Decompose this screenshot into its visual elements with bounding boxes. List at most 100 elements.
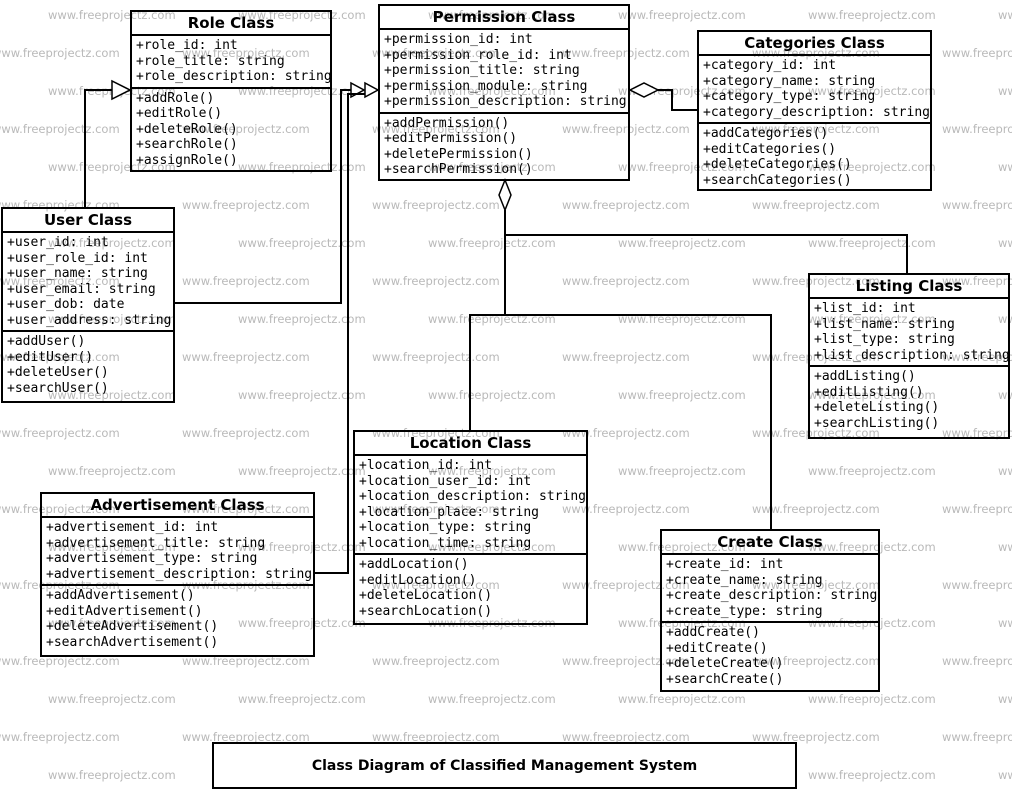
member-row: +advertisement_title: string	[46, 535, 266, 551]
member-row: +searchListing()	[814, 415, 940, 431]
member-row: +advertisement_id: int	[46, 520, 219, 535]
member-row: +deleteListing()	[814, 400, 940, 415]
class-methods-create: +addCreate()+editCreate()+deleteCreate()…	[662, 623, 878, 689]
connector-user-to-role	[84, 79, 132, 207]
member-row: +addListing()	[814, 369, 916, 384]
class-box-advertisement: Advertisement Class +advertisement_id: i…	[40, 492, 315, 657]
member-row: +assignRole()	[136, 152, 238, 168]
member-row: +editListing()	[814, 384, 924, 400]
aggregation-diamond-bottom	[498, 177, 512, 213]
member-row: +user_id: int	[7, 235, 109, 250]
member-row: +editAdvertisement()	[46, 603, 203, 619]
member-row: +advertisement_description: string	[46, 566, 313, 582]
member-row: +list_id: int	[814, 301, 916, 316]
member-row: +location_description: string	[359, 489, 586, 504]
class-methods-categories: +addCategories()+editCategories()+delete…	[699, 124, 930, 189]
member-row: +category_id: int	[703, 58, 837, 73]
class-methods-role: +addRole()+editRole()+deleteRole()+searc…	[132, 89, 330, 171]
member-row: +location_id: int	[359, 458, 493, 473]
member-row: +searchRole()	[136, 137, 238, 152]
member-row: +permission_role_id: int	[384, 47, 572, 63]
class-methods-permission: +addPermission()+editPermission()+delete…	[380, 114, 628, 180]
member-row: +deleteLocation()	[359, 588, 493, 603]
member-row: +searchCreate()	[666, 671, 784, 687]
member-row: +deleteCategories()	[703, 157, 852, 172]
member-row: +deletePermission()	[384, 146, 533, 162]
class-attributes-create: +create_id: int+create_name: string+crea…	[662, 555, 878, 623]
class-title-create: Create Class	[662, 531, 878, 555]
generalization-arrowhead-permission-2	[364, 81, 380, 99]
member-row: +editRole()	[136, 106, 223, 121]
class-box-user: User Class +user_id: int+user_role_id: i…	[1, 207, 175, 403]
member-row: +deleteUser()	[7, 365, 109, 380]
member-row: +category_description: string	[703, 104, 930, 120]
class-attributes-categories: +category_id: int+category_name: string+…	[699, 56, 930, 124]
diagram-title-box: Class Diagram of Classified Management S…	[212, 742, 797, 789]
member-row: +addPermission()	[384, 115, 510, 131]
class-box-categories: Categories Class +category_id: int+categ…	[697, 30, 932, 191]
class-methods-listing: +addListing()+editListing()+deleteListin…	[810, 367, 1008, 433]
member-row: +user_name: string	[7, 266, 148, 281]
member-row: +location_type: string	[359, 520, 532, 535]
member-row: +deleteCreate()	[666, 656, 784, 671]
member-row: +addCategories()	[703, 126, 829, 141]
member-row: +role_title: string	[136, 53, 285, 69]
member-row: +category_type: string	[703, 89, 876, 104]
member-row: +searchCategories()	[703, 172, 852, 188]
connector-advertisement-to-permission	[315, 81, 380, 574]
member-row: +create_description: string	[666, 588, 878, 603]
member-row: +addAdvertisement()	[46, 588, 195, 603]
class-methods-location: +addLocation()+editLocation()+deleteLoca…	[355, 555, 586, 621]
class-title-advertisement: Advertisement Class	[42, 494, 313, 518]
member-row: +list_type: string	[814, 332, 955, 347]
member-row: +category_name: string	[703, 73, 876, 89]
member-row: +list_name: string	[814, 316, 955, 332]
member-row: +user_role_id: int	[7, 250, 148, 266]
member-row: +user_email: string	[7, 281, 156, 297]
member-row: +permission_module: string	[384, 78, 588, 94]
class-title-categories: Categories Class	[699, 32, 930, 56]
class-title-role: Role Class	[132, 12, 330, 36]
class-title-listing: Listing Class	[810, 275, 1008, 299]
member-row: +addUser()	[7, 334, 86, 349]
class-attributes-advertisement: +advertisement_id: int+advertisement_tit…	[42, 518, 313, 586]
class-box-listing: Listing Class +list_id: int+list_name: s…	[808, 273, 1010, 439]
member-row: +editCategories()	[703, 141, 837, 157]
class-attributes-permission: +permission_id: int+permission_role_id: …	[380, 30, 628, 114]
class-title-user: User Class	[3, 209, 173, 233]
member-row: +user_dob: date	[7, 297, 125, 312]
class-title-permission: Permission Class	[380, 6, 628, 30]
member-row: +advertisement_type: string	[46, 551, 258, 566]
member-row: +addRole()	[136, 90, 215, 106]
member-row: +permission_description: string	[384, 94, 627, 109]
class-box-permission: Permission Class +permission_id: int+per…	[378, 4, 630, 181]
class-attributes-listing: +list_id: int+list_name: string+list_typ…	[810, 299, 1008, 367]
member-row: +deleteAdvertisement()	[46, 619, 219, 634]
member-row: +addCreate()	[666, 625, 760, 640]
member-row: +editPermission()	[384, 131, 518, 146]
member-row: +user_address: string	[7, 312, 172, 328]
member-row: +permission_id: int	[384, 32, 533, 47]
connector-permission-to-listing-location-create	[469, 177, 908, 529]
class-box-location: Location Class +location_id: int+locatio…	[353, 430, 588, 625]
class-box-role: Role Class +role_id: int+role_title: str…	[130, 10, 332, 172]
diagram-title: Class Diagram of Classified Management S…	[311, 757, 698, 774]
member-row: +create_name: string	[666, 572, 823, 588]
connector-permission-to-categories	[628, 82, 697, 111]
member-row: +location_place: string	[359, 504, 540, 520]
member-row: +create_id: int	[666, 557, 784, 572]
class-attributes-user: +user_id: int+user_role_id: int+user_nam…	[3, 233, 173, 332]
member-row: +role_id: int	[136, 38, 238, 53]
class-attributes-location: +location_id: int+location_user_id: int+…	[355, 456, 586, 555]
class-title-location: Location Class	[355, 432, 586, 456]
class-methods-advertisement: +addAdvertisement()+editAdvertisement()+…	[42, 586, 313, 652]
member-row: +permission_title: string	[384, 63, 580, 78]
generalization-arrowhead-role	[111, 79, 132, 101]
member-row: +editUser()	[7, 349, 94, 365]
member-row: +deleteRole()	[136, 121, 238, 137]
class-box-create: Create Class +create_id: int+create_name…	[660, 529, 880, 692]
member-row: +editCreate()	[666, 640, 768, 656]
class-methods-user: +addUser()+editUser()+deleteUser()+searc…	[3, 332, 173, 398]
